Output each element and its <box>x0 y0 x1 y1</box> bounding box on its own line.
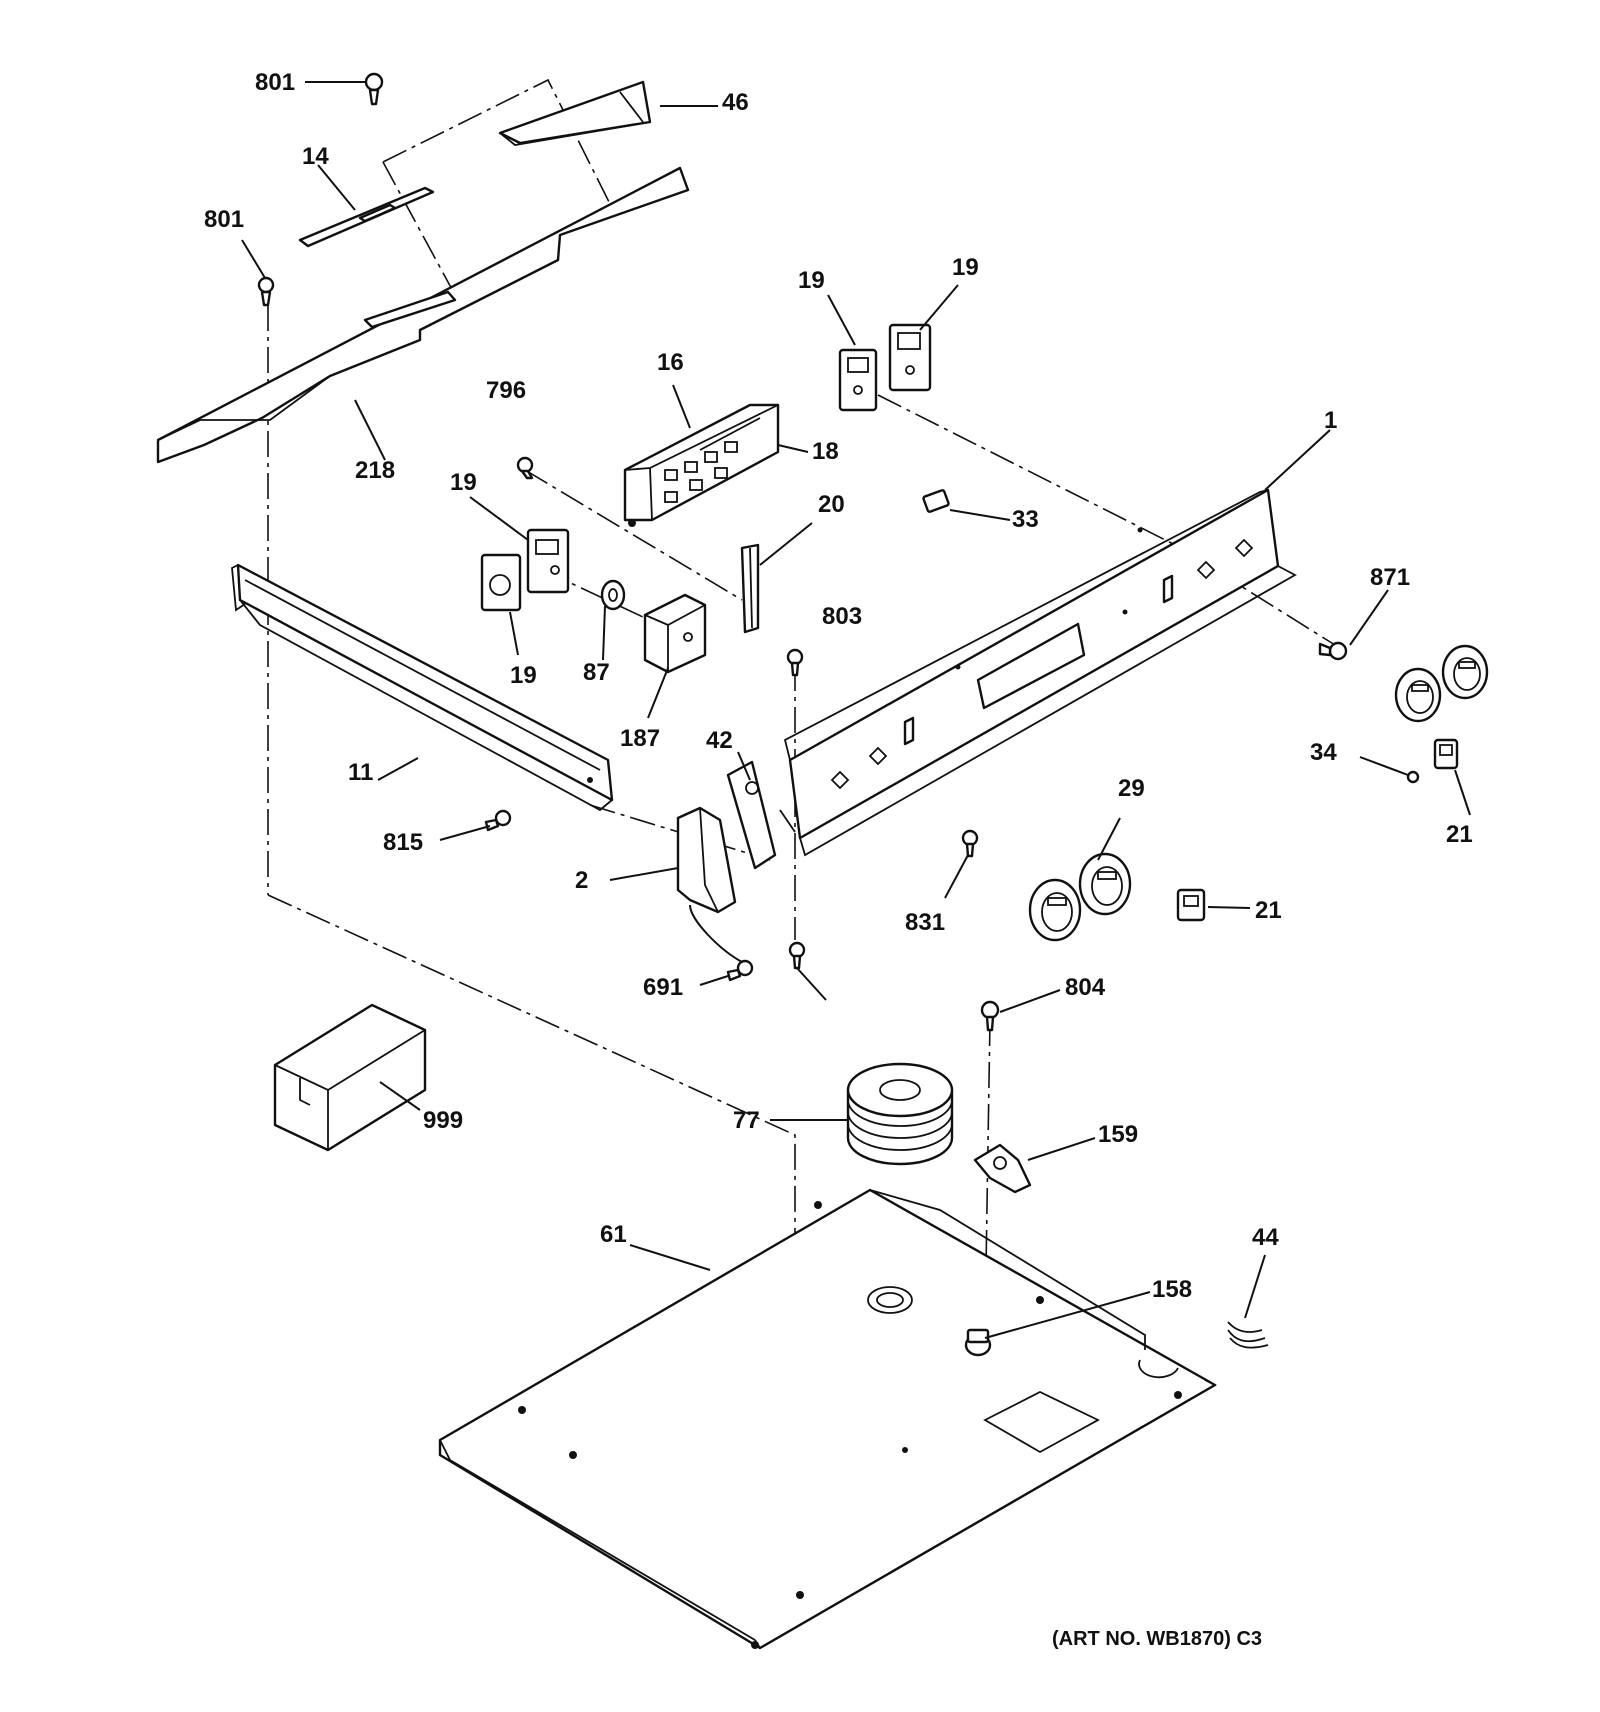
callout-801-top: 801 <box>255 69 295 96</box>
part-19-switch-lower-left <box>480 553 522 612</box>
part-21-rocker-lower <box>1176 888 1206 922</box>
callout-34: 34 <box>1310 739 1337 766</box>
callout-1: 1 <box>1324 407 1337 434</box>
lower-screw-lead <box>796 967 827 1001</box>
callout-33: 33 <box>1012 506 1039 533</box>
callout-61: 61 <box>600 1221 627 1248</box>
part-61-base-pan <box>438 1188 1217 1650</box>
callout-803: 803 <box>822 603 862 630</box>
part-19-switch-upper-left <box>838 348 878 412</box>
callout-871: 871 <box>1370 564 1410 591</box>
part-19-switch-lower-right <box>526 528 570 594</box>
screw-801-left <box>257 276 275 307</box>
knob-upper-right-b <box>1441 644 1489 700</box>
board-pattern <box>664 417 761 503</box>
callout-19-a: 19 <box>798 267 825 294</box>
wire-691 <box>689 904 743 963</box>
callout-87: 87 <box>583 659 610 686</box>
screw-871 <box>1318 641 1348 661</box>
screw-831 <box>961 829 979 858</box>
part-2-end-bracket <box>676 806 737 914</box>
callout-19-d: 19 <box>510 662 537 689</box>
part-158-thermostat <box>964 1328 992 1357</box>
part-33-clip <box>922 489 950 513</box>
part-20-bracket <box>740 543 760 634</box>
callout-11: 11 <box>348 759 373 786</box>
screw-815 <box>484 809 512 832</box>
part-16-control-board <box>623 403 780 527</box>
part-77-coil <box>846 1062 954 1166</box>
callout-18: 18 <box>812 438 839 465</box>
part-21-rocker-upper <box>1433 738 1459 770</box>
part-29-knob-b <box>1078 852 1132 916</box>
screw-801-top <box>364 72 384 106</box>
callout-187: 187 <box>620 725 660 752</box>
screw-lower-vertical <box>788 941 806 970</box>
callout-44: 44 <box>1252 1224 1279 1251</box>
callout-796: 796 <box>486 377 526 404</box>
callout-804: 804 <box>1065 974 1106 1001</box>
callout-2: 2 <box>575 867 588 894</box>
part-159-thermostat <box>973 1143 1032 1194</box>
screw-804 <box>980 1000 1000 1032</box>
part-42-bracket <box>726 760 777 870</box>
screw-691 <box>726 959 754 982</box>
callout-691: 691 <box>643 974 683 1001</box>
callout-20: 20 <box>818 491 845 518</box>
knob-upper-right-a <box>1394 667 1442 723</box>
part-11-rail <box>231 563 614 812</box>
screw-796 <box>516 456 534 480</box>
callout-21-upper: 21 <box>1446 821 1473 848</box>
part-29-knob-a <box>1028 878 1082 942</box>
part-44-wire-bundle <box>1227 1321 1269 1349</box>
screw-34 <box>1406 770 1420 784</box>
callout-42: 42 <box>706 727 733 754</box>
callout-815: 815 <box>383 829 423 856</box>
callout-19-c: 19 <box>450 469 477 496</box>
part-87-washer <box>600 579 626 611</box>
callout-14: 14 <box>302 143 329 170</box>
callout-21-lower: 21 <box>1255 897 1282 924</box>
callouts: 801 46 14 801 218 19 19 16 796 18 1 19 2… <box>204 69 1473 1303</box>
callout-218: 218 <box>355 457 395 484</box>
part-1-control-panel <box>779 488 1297 857</box>
callout-801-left: 801 <box>204 206 244 233</box>
callout-831: 831 <box>905 909 945 936</box>
callout-46: 46 <box>722 89 749 116</box>
callout-158: 158 <box>1152 1276 1192 1303</box>
callout-999: 999 <box>423 1107 463 1134</box>
part-999-box <box>273 1003 427 1152</box>
leader-lines <box>241 81 1471 1339</box>
screw-803 <box>786 648 804 677</box>
part-218-top-shelf <box>156 166 690 464</box>
part-187-cover <box>643 593 707 674</box>
callout-77: 77 <box>733 1107 760 1134</box>
part-46-bracket <box>498 80 652 146</box>
part-14-plate <box>298 186 435 248</box>
callout-159: 159 <box>1098 1121 1138 1148</box>
callout-29: 29 <box>1118 775 1145 802</box>
part-19-switch-upper-right <box>888 323 932 392</box>
callout-19-b: 19 <box>952 254 979 281</box>
art-number: (ART NO. WB1870) C3 <box>1052 1628 1262 1650</box>
callout-16: 16 <box>657 349 684 376</box>
